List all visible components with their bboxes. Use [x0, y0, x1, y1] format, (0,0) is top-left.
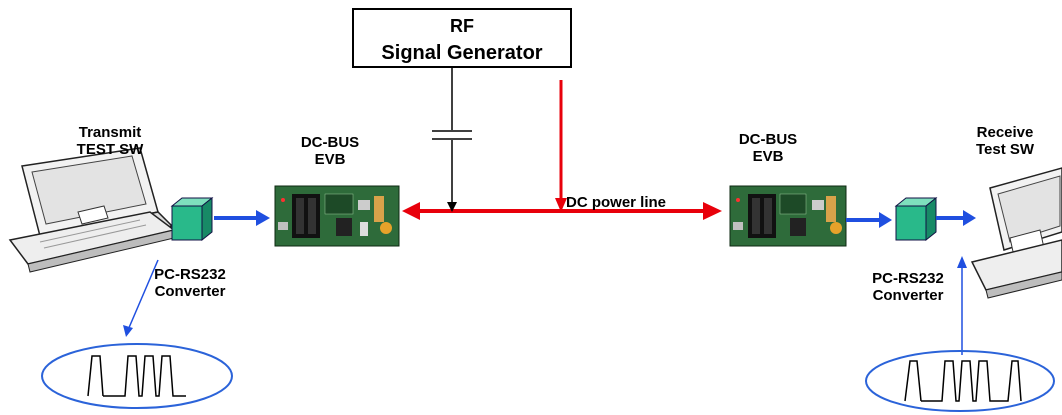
- evb-right-line1: DC-BUS: [738, 131, 798, 148]
- signal-probe-left: [127, 259, 159, 331]
- transmit-label: Transmit TEST SW: [62, 124, 158, 158]
- converter-left-label: PC-RS232 Converter: [142, 266, 238, 300]
- square-wave-icon: [41, 343, 233, 409]
- capacitor-icon: [432, 68, 472, 212]
- converter-right-line2: Converter: [872, 287, 944, 304]
- evb-board-icon: [274, 185, 400, 247]
- evb-right-line2: EVB: [752, 148, 784, 165]
- converter-right-line1: PC-RS232: [872, 270, 944, 287]
- rf-signal-generator: RF Signal Generator: [352, 8, 572, 68]
- evb-board-icon: [729, 185, 847, 247]
- receive-label-line2: Test SW: [975, 141, 1035, 158]
- converter-left-line1: PC-RS232: [154, 266, 226, 283]
- receive-label: Receive Test SW: [955, 124, 1055, 158]
- evb-right-label: DC-BUS EVB: [720, 131, 816, 165]
- receive-label-line1: Receive: [976, 124, 1034, 141]
- rf-generator-line1: RF: [450, 16, 474, 36]
- rf-feed-arrow: [555, 80, 567, 212]
- rf-generator-line2: Signal Generator: [381, 42, 543, 64]
- transmit-label-line1: Transmit: [78, 124, 142, 141]
- evb-left-line2: EVB: [314, 151, 346, 168]
- power-line-label: DC power line: [566, 194, 667, 211]
- transmit-label-line2: TEST SW: [76, 141, 144, 158]
- evb-left-label: DC-BUS EVB: [282, 134, 378, 168]
- converter-right-label: PC-RS232 Converter: [860, 270, 956, 304]
- laptop-icon: [970, 167, 1062, 299]
- square-wave-icon: [865, 350, 1055, 412]
- converter-left-line2: Converter: [154, 283, 226, 300]
- converter-icon: [170, 196, 214, 242]
- converter-icon: [894, 196, 938, 242]
- laptop-icon: [8, 147, 176, 273]
- evb-left-line1: DC-BUS: [300, 134, 360, 151]
